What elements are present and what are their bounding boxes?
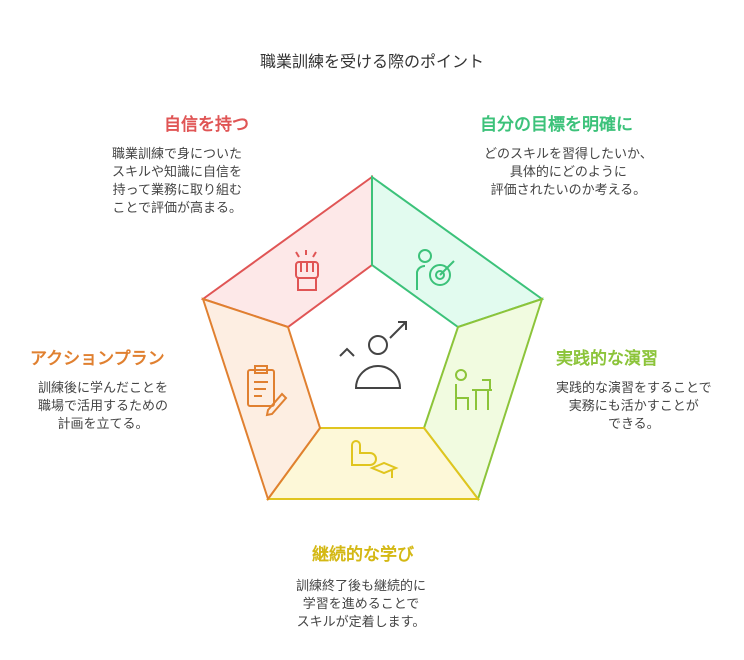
fist-icon [295,250,319,291]
segment-action [201,297,322,502]
section-desc-confidence: 職業訓練で身についた スキルや知識に自信を 持って業務に取り組む ことで評価が高… [112,147,243,216]
section-title-confidence: 自信を持つ [164,115,249,135]
person-growth-icon [339,321,407,389]
section-desc-goals: どのスキルを習得したいか、 具体的にどのように 評価されたいのか考える。 [484,147,653,198]
page-title: 職業訓練を受ける際のポイント [259,52,484,71]
section-title-learning: 継続的な学び [312,545,414,565]
section-title-goals: 自分の目標を明確に [480,115,633,135]
section-desc-action: 訓練後に学んだことを 職場で活用するための 計画を立てる。 [38,381,169,432]
graduation-arm-icon [351,440,399,478]
section-title-practice: 実践的な演習 [556,349,658,369]
person-at-desk-icon [455,369,492,410]
section-desc-learning: 訓練終了後も継続的に 学習を進めることで スキルが定着します。 [296,579,427,630]
section-desc-practice: 実践的な演習をすることで 実務にも活かすことが できる。 [556,381,712,432]
clipboard-pencil-icon [247,365,288,417]
section-title-action: アクションプラン [30,349,165,369]
target-person-icon [416,249,455,290]
